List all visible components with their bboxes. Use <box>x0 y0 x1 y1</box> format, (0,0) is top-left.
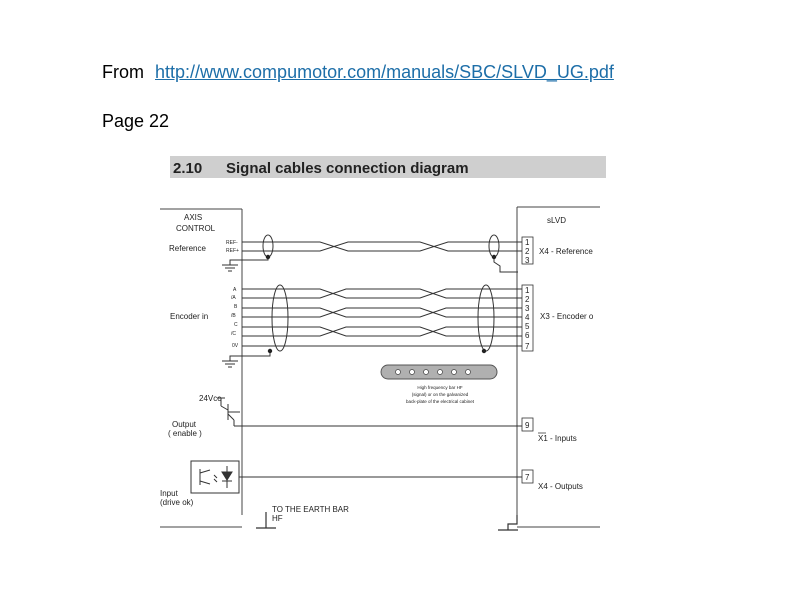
x3-pin-3: 3 <box>525 304 530 313</box>
hf-bar-note-line3: back-plate of the electrical cabinet <box>406 399 475 404</box>
x3-pin-6: 6 <box>525 331 530 340</box>
encoder-in-label: Encoder in <box>170 312 208 321</box>
encoder-cable <box>222 284 522 368</box>
section-title: Signal cables connection diagram <box>226 160 469 177</box>
x4-reference-label: X4 - Reference <box>539 247 593 256</box>
enc-pin-a: A <box>233 287 237 293</box>
x3-pin-4: 4 <box>525 313 530 322</box>
reference-label: Reference <box>169 244 206 253</box>
section-number: 2.10 <box>173 160 202 177</box>
ref-plus-pin: REF+ <box>226 248 239 254</box>
hf-bar-holes <box>395 369 471 375</box>
input-optocoupler <box>190 460 522 494</box>
x1-inputs-label: X1 - Inputs <box>538 434 577 443</box>
x4-ref-pin-2: 2 <box>525 247 530 256</box>
axis-control-line2: CONTROL <box>176 224 216 233</box>
x3-pin-7: 7 <box>525 342 530 351</box>
enc-pin-not-b: /B <box>231 313 236 319</box>
from-label: From <box>102 62 144 82</box>
reference-cable <box>222 234 522 273</box>
hf-bar-note-line1: High frequency bar HF <box>417 385 463 390</box>
enc-pin-0v: 0V <box>232 343 239 349</box>
x1-pin-9: 9 <box>525 421 530 430</box>
terminal-boxes <box>521 236 534 484</box>
earth-label-line1: TO THE EARTH BAR <box>272 505 349 514</box>
ref-minus-pin: REF- <box>226 240 238 246</box>
enc-pin-c: C <box>234 322 238 328</box>
x1-terminal <box>521 417 534 432</box>
x4-out-pin-7: 7 <box>525 473 530 482</box>
x4-ref-pin-3: 3 <box>525 256 530 265</box>
earth-grounds <box>256 512 518 531</box>
x3-encoder-label: X3 - Encoder o <box>540 312 594 321</box>
x3-pin-2: 2 <box>525 295 530 304</box>
output-transistor <box>217 397 522 427</box>
x4-ref-pin-1: 1 <box>525 238 530 247</box>
x3-terminal <box>521 284 534 352</box>
output-label-line2: ( enable ) <box>168 429 202 438</box>
manual-url-link[interactable]: http://www.compumotor.com/manuals/SBC/SL… <box>155 62 614 82</box>
input-label-line2: (drive ok) <box>160 498 194 507</box>
enc-pin-not-a: /A <box>231 295 236 301</box>
x3-pin-5: 5 <box>525 322 530 331</box>
terminal-pin-numbers: 1 2 3 1 2 3 4 5 6 7 9 7 <box>525 238 530 482</box>
input-label-line1: Input <box>160 489 179 498</box>
axis-control-line1: AXIS <box>184 213 202 222</box>
hf-bar-note-line2: (signal) or on the galvanized <box>412 392 469 397</box>
earth-label-line2: HF <box>272 514 283 523</box>
hf-bar-note: High frequency bar HF (signal) or on the… <box>406 385 475 404</box>
encoder-pin-labels: A /A B /B C /C 0V <box>231 287 239 349</box>
enc-pin-b: B <box>234 304 238 310</box>
enc-pin-not-c: /C <box>231 331 236 337</box>
title-band <box>170 156 606 178</box>
x4-outputs-label: X4 - Outputs <box>538 482 583 491</box>
junction-dots <box>265 254 497 354</box>
device-label: sLVD <box>547 216 566 225</box>
output-label-line1: Output <box>172 420 197 429</box>
page-number: Page 22 <box>102 111 170 131</box>
x3-pin-1: 1 <box>525 286 530 295</box>
supply-label: 24Vcc <box>199 394 221 403</box>
source-line: From http://www.compumotor.com/manuals/S… <box>102 62 614 83</box>
